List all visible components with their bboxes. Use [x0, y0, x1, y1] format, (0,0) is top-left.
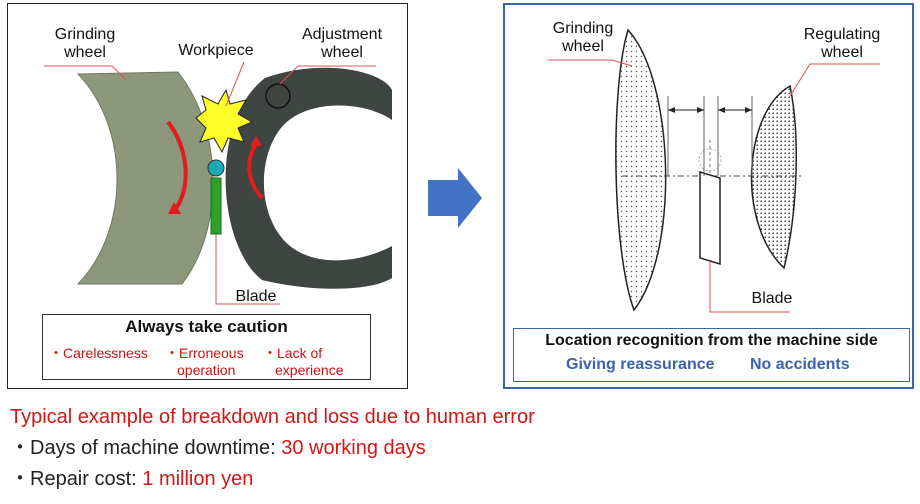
leader-adjustment: [279, 65, 376, 85]
workpiece-outline: [698, 148, 722, 172]
leader-workpiece: [225, 61, 245, 107]
right-grinding-wheel-shape: [615, 28, 667, 312]
adjust-rotation-arrow: [247, 142, 264, 200]
dim-head-4: [745, 107, 752, 113]
adjustment-wheel-hole: [265, 83, 291, 109]
leader-regulating: [789, 63, 880, 97]
leader-right-blade: [709, 262, 790, 313]
blade-shape: [210, 177, 222, 235]
summary-headline: Typical example of breakdown and loss du…: [10, 406, 535, 428]
leader-blade-left: [215, 234, 280, 305]
cause-erroneous-operation: ・Erroneous operation: [165, 345, 244, 378]
dim-head-3: [718, 107, 725, 113]
label-blade-right: Blade: [751, 290, 793, 307]
label-blade-left: Blade: [235, 288, 277, 305]
grinding-arrow-head: [168, 202, 181, 214]
right-regulating-wheel-shape: [750, 84, 797, 270]
caution-title: Always take caution: [125, 317, 288, 336]
giving-reassurance: Giving reassurance: [566, 356, 715, 373]
no-accidents: No accidents: [750, 356, 850, 373]
transition-arrow: [428, 168, 482, 228]
workpiece-shape: [207, 159, 225, 177]
location-recognition-box: Location recognition from the machine si…: [513, 328, 910, 382]
adjust-arrow-head: [250, 136, 262, 146]
right-panel: [503, 3, 914, 389]
leader-right-grinding: [548, 59, 633, 67]
cause-lack-of-experience: ・Lack of experience: [263, 345, 344, 378]
adjustment-wheel-shape: [225, 67, 392, 289]
left-panel: [7, 3, 408, 389]
cause-carelessness: ・Carelessness: [49, 345, 148, 361]
dim-head-1: [668, 107, 675, 113]
location-title: Location recognition from the machine si…: [545, 332, 878, 349]
label-workpiece: Workpiece: [178, 42, 254, 59]
caution-box: Always take caution ・Carelessness ・Erron…: [42, 314, 371, 380]
leader-grinding-left: [44, 65, 127, 81]
impact-flash: [195, 88, 254, 154]
summary-repair-cost: ・Repair cost: 1 million yen: [10, 468, 254, 490]
dim-head-2: [697, 107, 704, 113]
grinding-wheel-shape: [76, 71, 214, 285]
right-blade-shape: [699, 170, 721, 266]
grinding-rotation-arrow: [166, 120, 188, 210]
summary-downtime: ・Days of machine downtime: 30 working da…: [10, 437, 426, 459]
